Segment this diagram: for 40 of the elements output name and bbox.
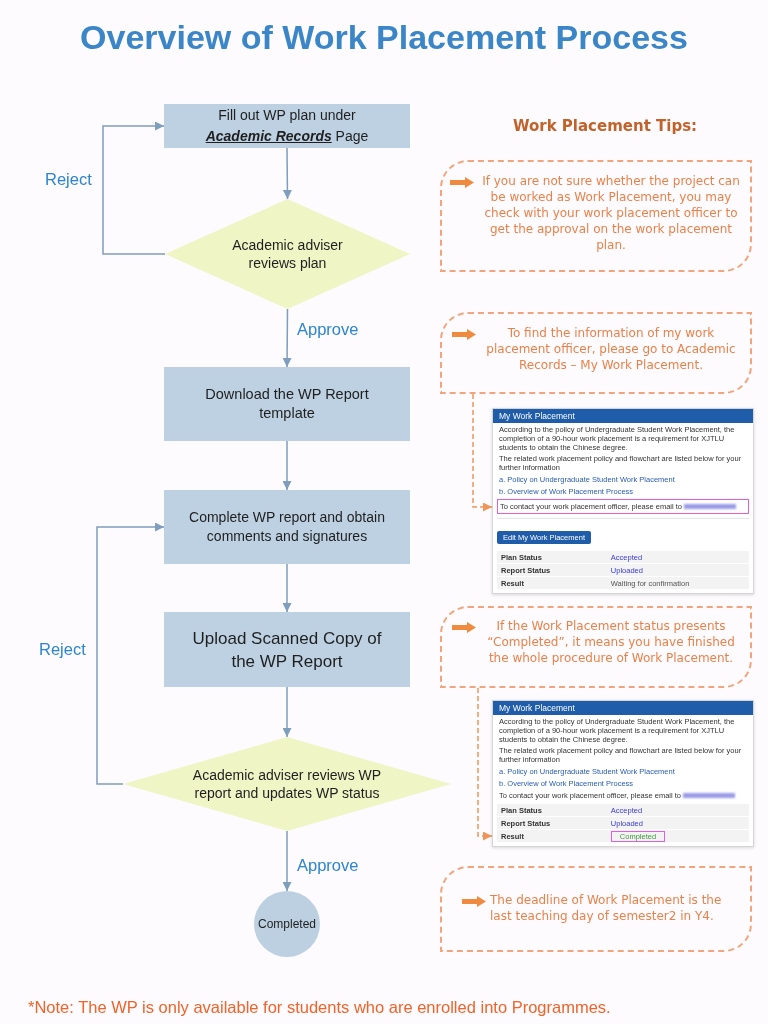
- diagram-title: Overview of Work Placement Process: [79, 17, 689, 58]
- tip-text: The deadline of Work Placement is the last teaching day of semester2 in Y4.: [490, 892, 723, 924]
- edge-label: Approve: [297, 319, 359, 340]
- process-box: [164, 612, 410, 687]
- tip-box: [440, 866, 752, 952]
- process-box: [164, 367, 410, 441]
- step-text: Upload Scanned Copy of the WP Report: [191, 627, 383, 673]
- decision-text: Academic adviser reviews WP report and updates WP status: [191, 766, 383, 802]
- panel-header: My Work Placement: [493, 409, 753, 423]
- arrow: [102, 121, 166, 255]
- tip-text: To find the information of my work placement officer, please go to Academic Records – My Work Placement.: [485, 325, 737, 373]
- arrow: [282, 686, 292, 738]
- dashed-arrow: [472, 393, 493, 512]
- edge-label: Reject: [39, 639, 86, 660]
- arrow: [282, 308, 292, 368]
- tip-box: [440, 606, 752, 688]
- arrow: [282, 563, 292, 613]
- panel-header: My Work Placement: [493, 701, 753, 715]
- dashed-arrow: [477, 687, 493, 841]
- decision-text: Academic adviser reviews plan: [231, 236, 344, 272]
- tips-heading: Work Placement Tips:: [511, 116, 699, 136]
- step-text: Fill out WP plan under Academic Records Page: [204, 106, 370, 146]
- screenshot-panel: [492, 700, 754, 847]
- tip-text: If the Work Placement status presents “Completed”, it means you have finished the whole procedure of Work Placement.: [486, 618, 736, 666]
- footnote: *Note: The WP is only available for students who are enrolled into Programmes.: [28, 997, 612, 1018]
- process-box: [164, 104, 410, 148]
- edge-label: Reject: [45, 169, 92, 190]
- arrow: [282, 440, 292, 491]
- tip-text: If you are not sure whether the project can be worked as Work Placement, you may check with your work placement officer to get the approval on the work placement plan.: [481, 173, 741, 253]
- tip-box: [440, 312, 752, 394]
- step-text: Download the WP Report template: [204, 385, 370, 423]
- tip-box: [440, 160, 752, 272]
- end-text: Completed: [258, 916, 316, 932]
- step-text: Complete WP report and obtain comments and signatures: [188, 508, 386, 546]
- screenshot-panel: [492, 408, 754, 594]
- arrow: [282, 147, 292, 200]
- process-box: [164, 490, 410, 564]
- arrow: [96, 522, 165, 785]
- edge-label: Approve: [297, 855, 359, 876]
- arrow: [282, 830, 292, 892]
